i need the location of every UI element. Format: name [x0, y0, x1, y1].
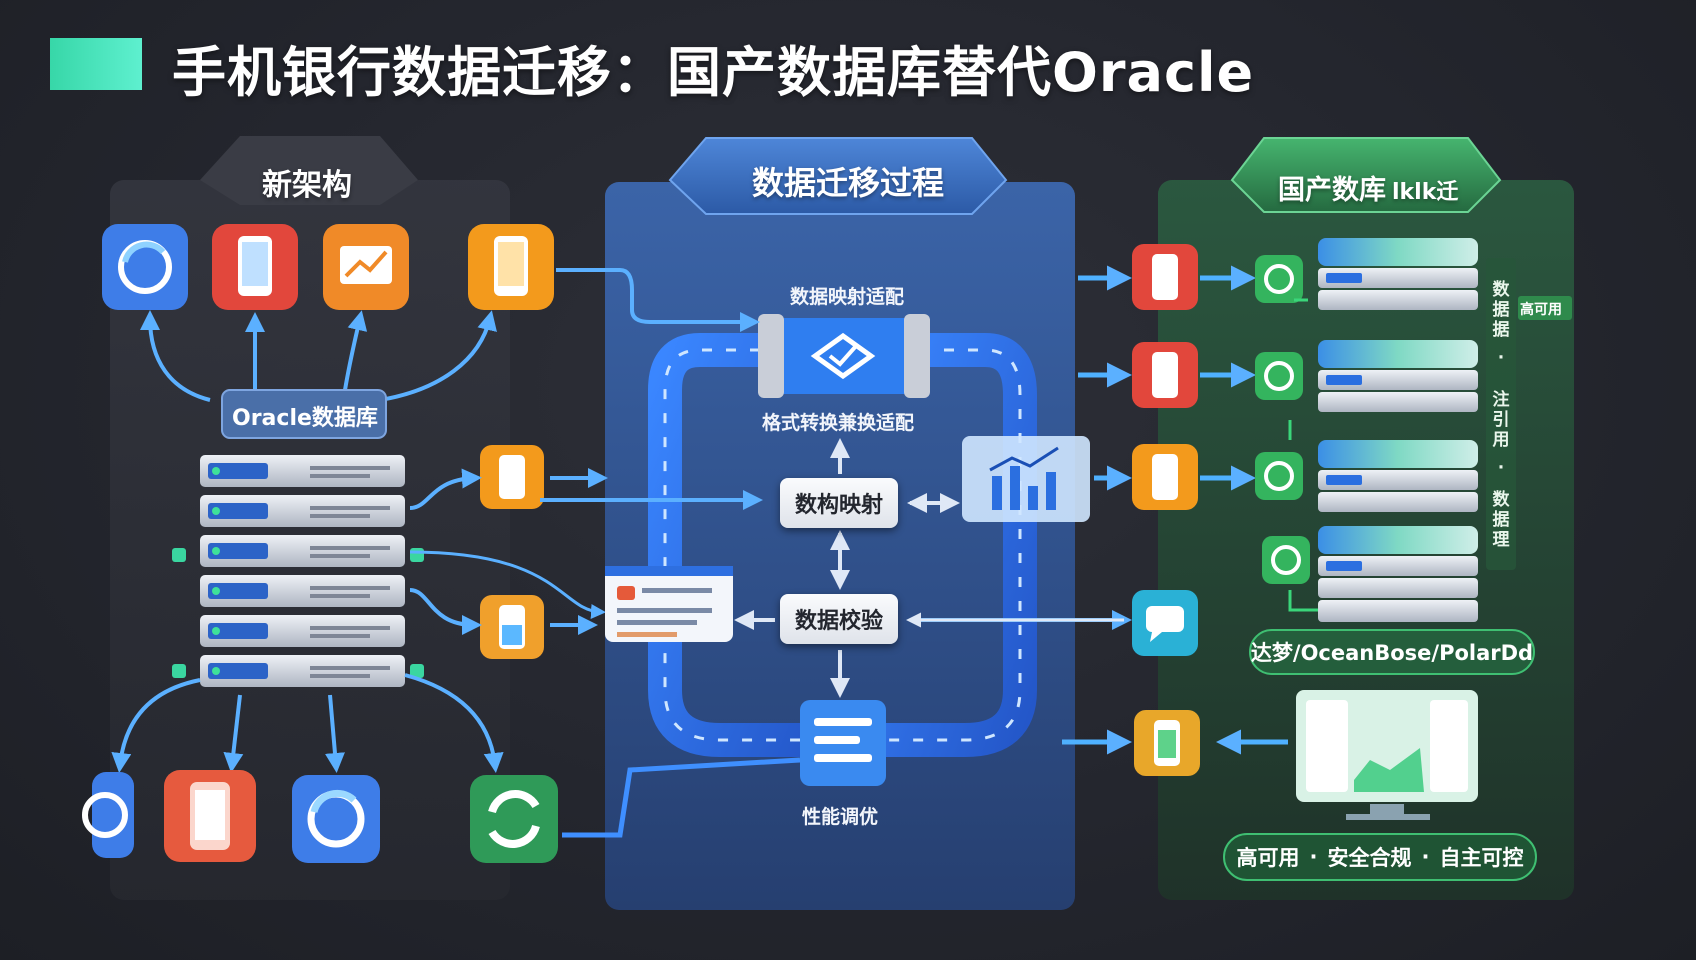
performance-tuning-icon: [800, 700, 886, 786]
db-sync-icon: [102, 224, 188, 310]
monitor-dashboard-icon: [1296, 690, 1478, 820]
step-map-adapt-label: 数据映射适配: [790, 286, 905, 308]
phone-icon: [480, 445, 544, 509]
chart-icon: [323, 224, 409, 310]
step-verify-chip: 数据校验: [780, 594, 898, 644]
vertical-label-2: 注引用: [1492, 390, 1510, 450]
phone-icon: [1132, 444, 1198, 510]
phone-icon: [468, 224, 554, 310]
left-panel-header: 新架构: [262, 168, 352, 203]
vertical-label-1: 数据据: [1492, 280, 1510, 340]
footer-feature-pill: 高可用 · 安全合规 · 自主可控: [1224, 834, 1536, 880]
high-availability-badge: 高可用: [1520, 302, 1562, 318]
refresh-icon: [470, 775, 558, 863]
right-header-text: 国产数库: [1278, 175, 1386, 206]
analytics-chart-icon: [962, 436, 1090, 522]
migration-loop-track: [648, 333, 1037, 757]
db-sync-icon: [82, 772, 134, 858]
right-header-garbled: lklk迁: [1392, 180, 1459, 205]
oracle-server-stack: [172, 455, 424, 687]
page-title: 手机银行数据迁移：国产数据库替代Oracle: [172, 41, 1255, 104]
step-schema-chip: 数构映射: [780, 478, 898, 528]
vertical-sep-1: ·: [1497, 348, 1505, 368]
phone-icon: [1132, 244, 1198, 310]
oracle-db-label: Oracle数据库: [232, 406, 378, 431]
phone-icon: [1132, 342, 1198, 408]
phone-icon: [480, 595, 544, 659]
vertical-sep-2: ·: [1497, 458, 1505, 478]
phone-icon: [1134, 710, 1200, 776]
feature-security-compliance: 安全合规: [1327, 846, 1412, 870]
feature-self-controlled: 自主可控: [1439, 846, 1524, 870]
chat-icon: [1132, 590, 1198, 656]
step-format-label: 格式转换兼换适配: [762, 412, 915, 434]
step-tuning-label: 性能调优: [802, 806, 879, 828]
feature-separator: ·: [1421, 845, 1430, 869]
title-accent-block: [50, 38, 142, 90]
vendor-list-pill: 达梦/OceanBose/PolarDd: [1250, 641, 1534, 665]
feature-high-availability: 高可用: [1236, 846, 1300, 870]
domestic-db-cluster: [1318, 238, 1478, 622]
vertical-label-3: 数据理: [1492, 490, 1510, 550]
format-conversion-cylinder: [758, 314, 930, 398]
middle-panel-header: 数据迁移过程: [752, 164, 945, 202]
form-document-icon: [605, 566, 733, 642]
feature-separator: ·: [1309, 845, 1318, 869]
phone-icon: [164, 770, 256, 862]
phone-icon: [212, 224, 298, 310]
db-sync-icon: [292, 775, 380, 863]
